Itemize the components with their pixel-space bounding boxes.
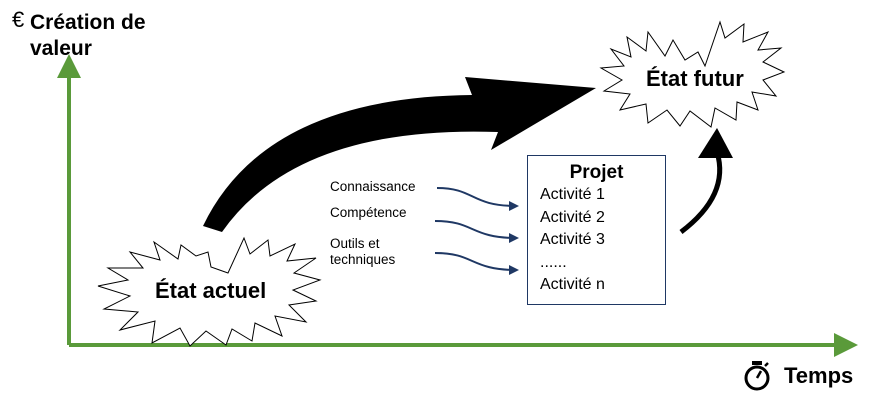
stopwatch-icon: [744, 361, 770, 391]
project-title: Projet: [569, 162, 624, 183]
y-axis-title: Création de valeur: [30, 10, 146, 62]
input-label-outils: Outils et techniques: [330, 236, 396, 267]
activity-item: Activité 1: [540, 186, 605, 203]
y-axis-title-line-2: valeur: [30, 37, 92, 60]
input-label-competence: Compétence: [330, 205, 407, 220]
activity-item: Activité 2: [540, 208, 605, 226]
input-arrow-connaissance: [436, 187, 519, 211]
future-state-label: État futur: [646, 66, 744, 91]
x-axis-title: Temps: [784, 363, 854, 388]
activity-item: ......: [540, 253, 567, 271]
activity-item: Activité n: [540, 276, 605, 293]
main-progress-arrow: [203, 77, 596, 232]
input-label-connaissance: Connaissance: [330, 179, 416, 194]
future-state-starburst: [599, 20, 786, 128]
y-axis-title-line-1: Création de: [30, 11, 146, 34]
project-to-future-arrow: [679, 151, 723, 234]
input-arrow-competence: [434, 220, 519, 243]
current-state-starburst: [97, 236, 322, 347]
activity-list: Activité 1 Activité 2 Activité 3 ...... …: [528, 184, 665, 297]
current-state-label: État actuel: [155, 278, 267, 303]
activity-item: Activité 3: [540, 231, 605, 248]
project-box: Projet Activité 1 Activité 2 Activité 3 …: [527, 155, 666, 305]
euro-icon: €: [12, 7, 25, 32]
input-arrow-outils: [434, 252, 519, 275]
